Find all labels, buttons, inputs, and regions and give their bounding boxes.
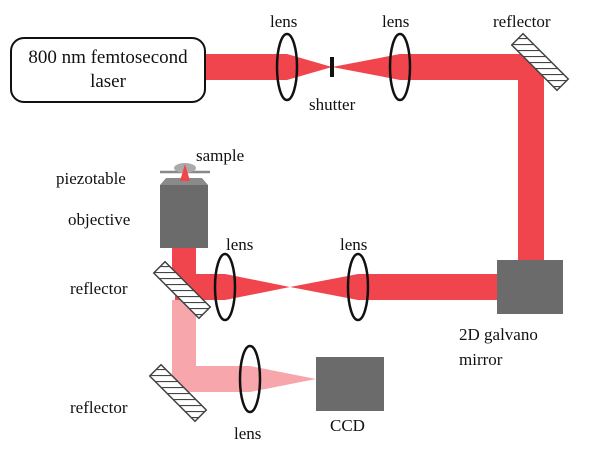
- shutter: [330, 57, 334, 77]
- label-lens-top-2: lens: [382, 12, 410, 31]
- laser-label-line1: 800 nm femtosecond: [28, 47, 188, 69]
- reflector-top: [510, 32, 570, 92]
- beam-top-diverging: [332, 54, 400, 80]
- lens-top-2: [388, 32, 412, 102]
- lens-top-1: [275, 32, 299, 102]
- beam-top-converging: [287, 54, 332, 80]
- label-reflector-bottom: reflector: [70, 398, 128, 417]
- galvano-mirror-block: [497, 260, 563, 314]
- label-shutter: shutter: [309, 95, 356, 114]
- beam-top-laser-to-lens: [206, 54, 287, 80]
- label-lens-mid-1: lens: [226, 235, 254, 254]
- label-lens-mid-2: lens: [340, 235, 368, 254]
- beam-mid-galvano-to-lens: [358, 274, 498, 300]
- reflector-bottom: [148, 363, 208, 423]
- label-reflector-top: reflector: [493, 12, 551, 31]
- ccd-block: [316, 357, 384, 411]
- objective-block: [160, 185, 208, 248]
- sample-marker: [180, 164, 190, 181]
- label-lens-top-1: lens: [270, 12, 298, 31]
- label-ccd: CCD: [330, 416, 365, 435]
- beam-right-vertical: [518, 64, 544, 260]
- laser-label-line2: laser: [90, 71, 126, 92]
- reflector-mid: [152, 260, 212, 320]
- label-objective: objective: [68, 210, 131, 229]
- beam-return-converging: [250, 366, 316, 392]
- lens-bottom: [238, 344, 262, 414]
- lens-mid-1: [213, 252, 237, 322]
- objective-tip: [160, 178, 208, 185]
- label-lens-bottom: lens: [234, 424, 262, 443]
- beam-mid-diverging: [290, 274, 358, 300]
- lens-mid-2: [346, 252, 370, 322]
- beam-mid-converging: [225, 274, 290, 300]
- label-galvano-line1: 2D galvano: [459, 325, 538, 344]
- label-reflector-mid: reflector: [70, 279, 128, 298]
- label-piezotable: piezotable: [56, 169, 126, 188]
- label-galvano-line2: mirror: [459, 350, 503, 369]
- label-sample: sample: [196, 146, 245, 165]
